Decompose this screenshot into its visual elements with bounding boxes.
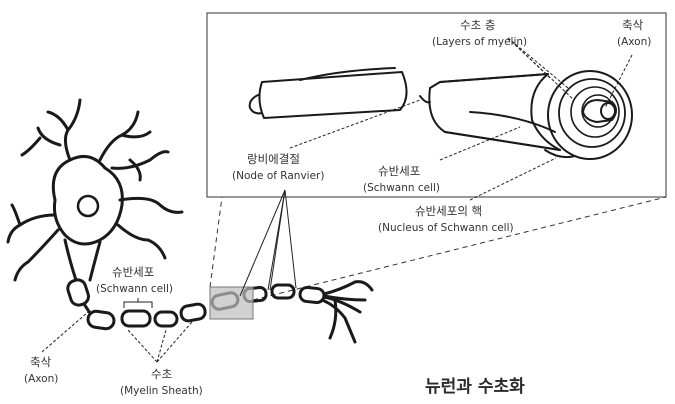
label-node-of-ranvier-en: (Node of Ranvier) bbox=[232, 170, 324, 182]
label-schwann-nucleus-ko: 슈반세포의 핵 bbox=[415, 204, 482, 218]
label-myelin-sheath-ko: 수초 bbox=[151, 367, 172, 381]
label-schwann-cell-inset-en: (Schwann cell) bbox=[363, 182, 440, 194]
label-myelin-sheath: 수초 (Myelin Sheath) bbox=[120, 367, 203, 397]
label-schwann-cell-inset-ko: 슈반세포 bbox=[378, 164, 420, 178]
label-schwann-nucleus-en: (Nucleus of Schwann cell) bbox=[378, 222, 514, 234]
label-schwann-nucleus: 슈반세포의 핵 (Nucleus of Schwann cell) bbox=[378, 204, 514, 234]
label-axon-inset-ko: 축삭 bbox=[622, 18, 644, 32]
label-schwann-cell-main-ko: 슈반세포 bbox=[112, 265, 154, 279]
zoom-region-highlight bbox=[210, 287, 253, 319]
label-axon-main-ko: 축삭 bbox=[30, 355, 52, 369]
label-schwann-cell-main-en: (Schwann cell) bbox=[96, 283, 173, 295]
label-myelin-sheath-en: (Myelin Sheath) bbox=[120, 385, 203, 397]
label-myelin-layers-en: (Layers of myelin) bbox=[432, 36, 527, 48]
label-axon-inset-en: (Axon) bbox=[617, 36, 651, 48]
label-axon-main: 축삭 (Axon) bbox=[24, 355, 58, 385]
label-node-of-ranvier-ko: 랑비에결절 bbox=[247, 152, 300, 166]
label-schwann-cell-main: 슈반세포 (Schwann cell) bbox=[96, 265, 173, 295]
label-axon-main-en: (Axon) bbox=[24, 373, 58, 385]
diagram-title: 뉴런과 수초화 bbox=[425, 377, 525, 397]
label-myelin-layers-ko: 수초 층 bbox=[460, 18, 495, 32]
